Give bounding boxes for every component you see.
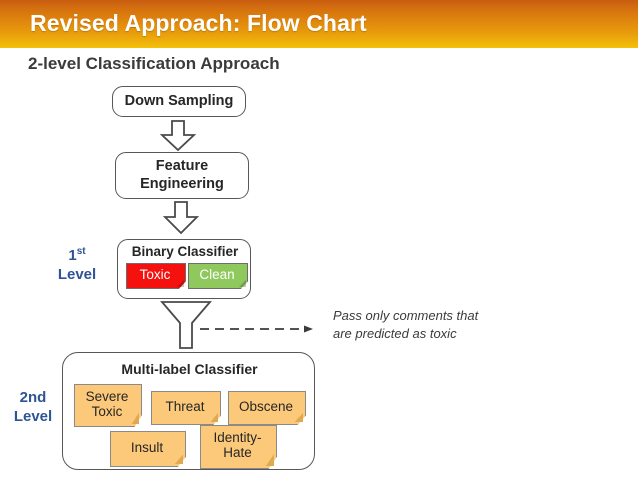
- node-multilabel-classifier: Multi-label Classifier Severe Toxic Thre…: [62, 352, 315, 470]
- block-down-arrow-icon-1: [158, 120, 198, 152]
- tag-insult-fold: [174, 454, 183, 464]
- tag-clean-label: Clean: [199, 266, 235, 282]
- node-feature-engineering: Feature Engineering: [115, 152, 249, 199]
- tag-clean-fold: [239, 279, 246, 287]
- tag-obscene-body: [228, 391, 306, 425]
- label-first-level-word: Level: [57, 265, 97, 283]
- tag-threat-body: [151, 391, 221, 425]
- node-down-sampling-label: Down Sampling: [124, 92, 234, 109]
- tag-clean: Clean: [188, 263, 248, 289]
- label-first-level-number: 1: [68, 247, 77, 264]
- note-line-2: are predicted as toxic: [333, 325, 457, 341]
- tag-obscene-label: Obscene: [238, 398, 294, 414]
- slide-subtitle: 2-level Classification Approach: [28, 54, 280, 73]
- tag-insult: Insult: [110, 431, 186, 467]
- label-second-level: 2nd Level: [2, 389, 64, 427]
- note-line-1: Pass only comments that: [333, 308, 479, 323]
- block-down-arrow-icon-2: [161, 201, 201, 235]
- tag-obscene: Obscene: [228, 391, 306, 425]
- label-second-level-word: Level: [13, 407, 53, 425]
- tag-insult-body: [110, 431, 186, 467]
- slide-title: Revised Approach: Flow Chart: [30, 10, 367, 36]
- tag-identity-hate-fold: [265, 454, 274, 466]
- tag-toxic-fold: [177, 279, 184, 287]
- node-feature-engineering-label: Feature Engineering: [140, 158, 224, 192]
- slide-header-bar: [0, 0, 638, 48]
- node-binary-classifier: Binary Classifier Toxic Clean: [117, 239, 251, 299]
- tag-threat-label: Threat: [165, 398, 205, 414]
- tag-toxic: Toxic: [126, 263, 186, 289]
- tag-toxic-body: [126, 263, 186, 289]
- tag-clean-body: [188, 263, 248, 289]
- tag-severe-toxic: Severe Toxic: [74, 384, 142, 427]
- tag-identity-hate-body: [200, 425, 277, 469]
- tag-identity-hate: Identity-Hate: [200, 425, 277, 469]
- tag-obscene-fold: [294, 413, 303, 422]
- node-binary-classifier-title: Binary Classifier: [131, 244, 239, 259]
- block-down-arrow-icon-3: [158, 301, 214, 351]
- tag-identity-hate-label: Identity-Hate: [213, 430, 262, 460]
- tag-toxic-label: Toxic: [139, 266, 171, 282]
- dashed-right-arrow-icon: [200, 321, 318, 333]
- node-down-sampling: Down Sampling: [112, 86, 246, 117]
- tag-severe-toxic-body: [74, 384, 142, 427]
- tag-insult-label: Insult: [130, 439, 164, 455]
- tag-threat: Threat: [151, 391, 221, 425]
- label-second-level-number: 2nd: [19, 389, 47, 406]
- label-first-level-suffix: st: [76, 246, 86, 257]
- node-multilabel-classifier-title: Multi-label Classifier: [121, 361, 258, 377]
- tag-severe-toxic-fold: [131, 412, 139, 424]
- label-first-level: 1st Level: [48, 246, 106, 285]
- tag-threat-fold: [210, 413, 218, 422]
- tag-severe-toxic-label: Severe Toxic: [85, 388, 129, 419]
- note-pass-toxic: Pass only comments that are predicted as…: [333, 307, 533, 342]
